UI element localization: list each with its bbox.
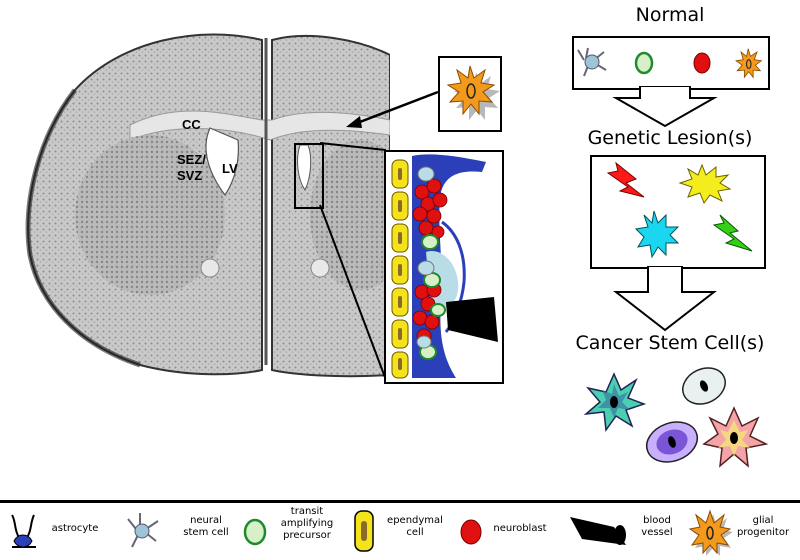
blood-vessel-icon [570,517,626,545]
normal-cells-box [572,36,770,90]
transit-amplifying-precursor-icon [243,518,267,546]
legend-label-neuroblast: neuroblast [493,523,547,534]
zoom-selection-box [294,143,324,209]
label-cc: CC [182,117,201,132]
genetic-lesion-title: Genetic Lesion(s) [587,127,753,149]
legend-label-neural-stem-cell: neural stem cell [183,515,229,538]
legend-label-glial-progenitor: glial progenitor [736,515,790,538]
cancer-stem-cell-title: Cancer Stem Cell(s) [575,332,765,354]
brain-section-image [0,0,390,390]
cancer-stem-cells-group [580,360,780,470]
legend-label-transit-amplifying-precursor: transit amplifying precursor [280,506,334,541]
neural-stem-cell-icon [127,513,159,548]
flow-arrow-1 [612,86,718,128]
glial-progenitor-box [438,56,502,132]
label-svz: SVZ [177,168,203,183]
genetic-lesion-box [590,155,766,269]
legend-divider [0,500,800,503]
flow-arrow-2 [613,266,717,332]
legend-label-blood-vessel: blood vessel [641,515,673,538]
astrocyte-icon [11,514,36,548]
svz-zoom-inset [384,150,504,384]
neuroblast-icon [460,519,482,545]
ependymal-cell-icon [354,510,374,552]
label-sez: SEZ/ [177,152,206,167]
normal-title: Normal [635,4,705,26]
legend: astrocyte neural stem cell transit ampli… [0,503,800,560]
label-lv: LV [222,161,238,176]
legend-label-astrocyte: astrocyte [51,523,99,534]
legend-label-ependymal-cell: ependymal cell [387,515,443,538]
glial-progenitor-icon [688,509,732,556]
